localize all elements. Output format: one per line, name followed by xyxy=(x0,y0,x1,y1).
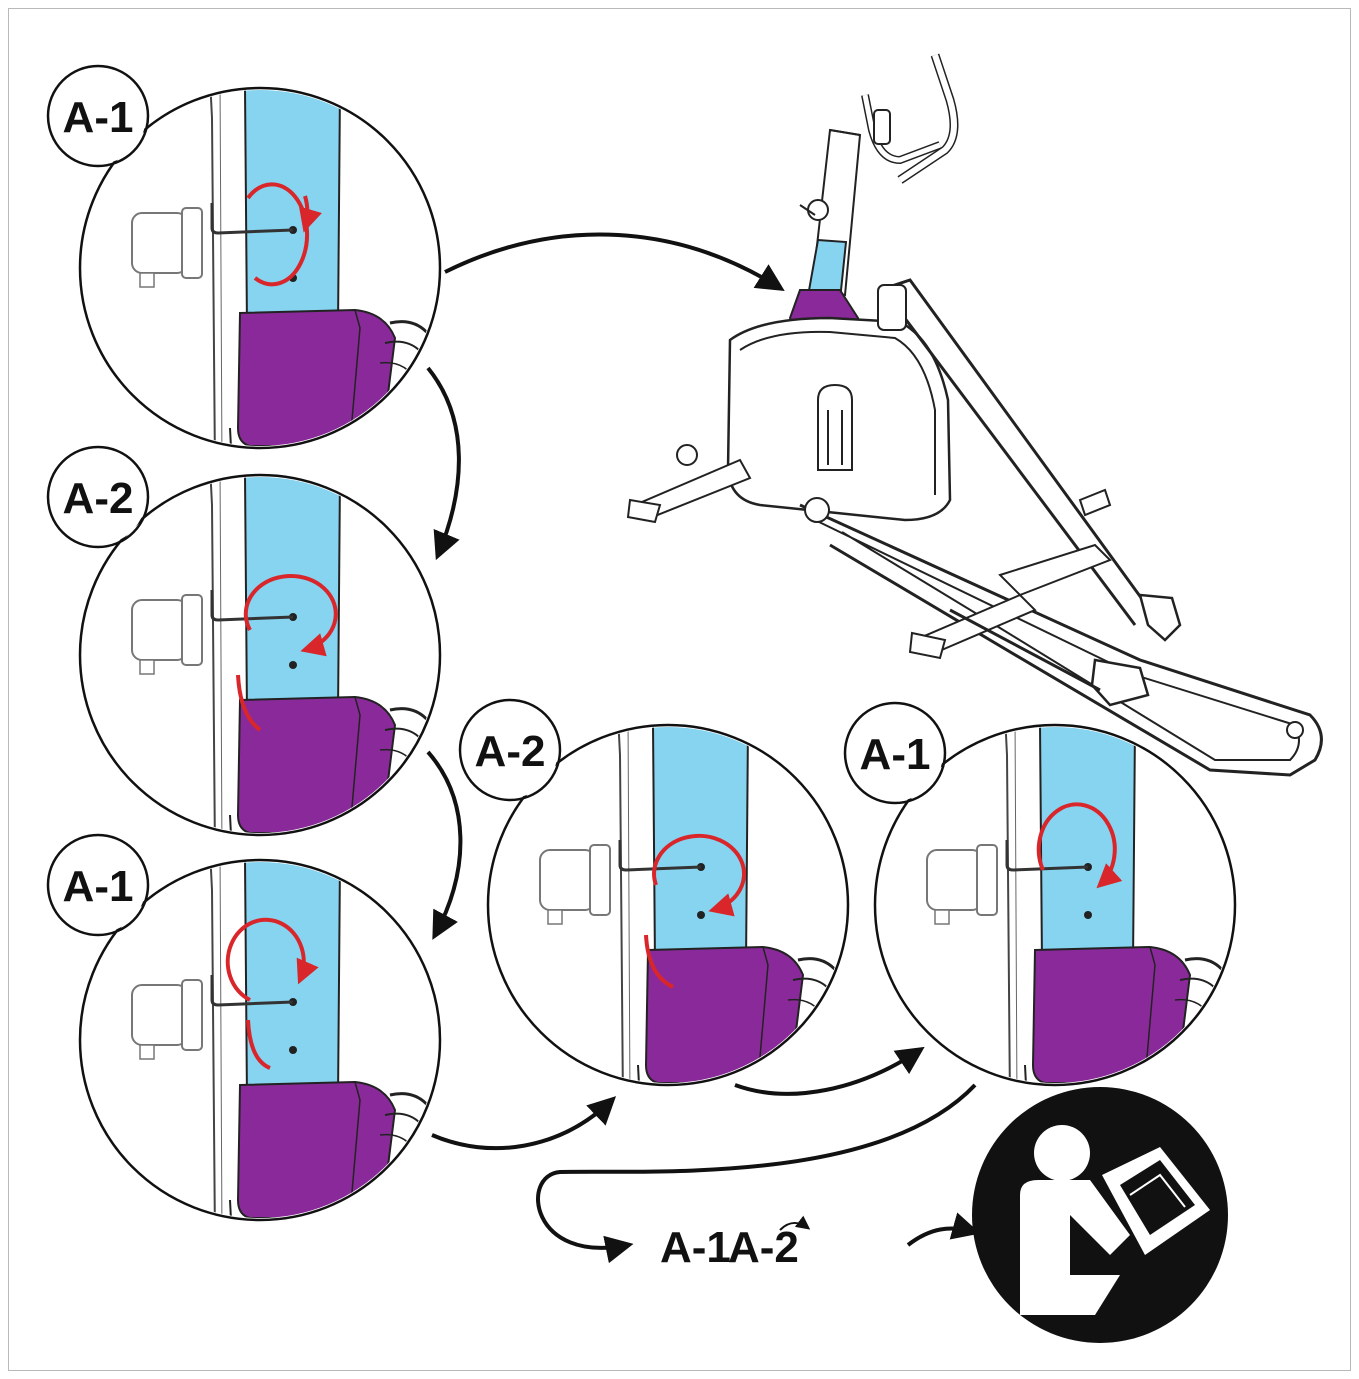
step-detail-5: A-1 xyxy=(843,701,1240,1105)
elliptical-trainer xyxy=(626,53,1323,777)
read-manual-icon xyxy=(972,1087,1228,1343)
rotation-arrow-4 xyxy=(652,833,747,917)
arrow-1-to-2 xyxy=(426,366,461,561)
step-detail-2: A-2 xyxy=(46,445,445,855)
rotation-arrow-1 xyxy=(298,195,322,233)
step-detail-3: A-1 xyxy=(46,833,445,1240)
step-label-4: A-2 xyxy=(475,727,546,776)
flow-arrows xyxy=(426,232,981,1264)
arrow-repeat xyxy=(536,1083,977,1264)
arrow-2-to-3 xyxy=(426,750,463,940)
rotation-arrow-2 xyxy=(243,573,338,657)
step-label-3: A-1 xyxy=(63,862,134,911)
step-label-1: A-1 xyxy=(63,93,134,142)
sequence-label-first: A-1 xyxy=(660,1223,731,1272)
arrow-3-to-4 xyxy=(431,1096,617,1151)
step-detail-4: A-2 xyxy=(458,698,853,1105)
step-detail-1: A-1 xyxy=(46,64,445,468)
sequence-caption: A-1 A-2 xyxy=(660,1223,799,1272)
arrow-sequence-small xyxy=(779,1215,811,1231)
figure-frame xyxy=(8,8,1351,1371)
arrow-to-manual xyxy=(906,1212,981,1247)
step-label-2: A-2 xyxy=(63,474,134,523)
rotation-arrow-5 xyxy=(1036,802,1123,889)
sequence-label-second: A-2 xyxy=(728,1223,799,1272)
arrow-4-to-5 xyxy=(734,1046,925,1096)
arrow-to-machine xyxy=(444,232,785,291)
rotation-arrow-3 xyxy=(225,917,319,1002)
step-label-5: A-1 xyxy=(860,730,931,779)
